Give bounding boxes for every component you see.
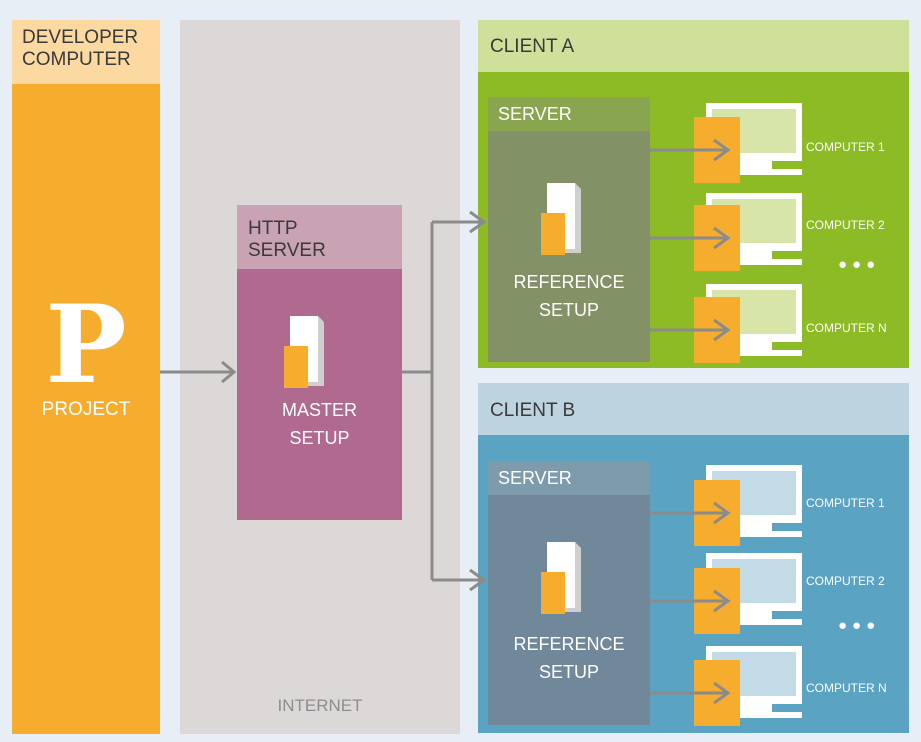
arrow-http-to-clients bbox=[402, 210, 487, 592]
http-server-header-text: HTTP SERVER bbox=[248, 218, 326, 261]
client-a-header bbox=[478, 20, 909, 72]
client-a-ellipsis: ●●● bbox=[838, 256, 881, 273]
computer-a-2-label: COMPUTER 2 bbox=[806, 218, 885, 232]
server-a-header-text: SERVER bbox=[498, 104, 572, 124]
internet-label: INTERNET bbox=[277, 696, 363, 715]
arrow-project-to-http bbox=[160, 360, 237, 384]
install-blocks bbox=[694, 117, 740, 726]
reference-setup-a-doc-icon bbox=[541, 183, 581, 255]
computer-a-1-label: COMPUTER 1 bbox=[806, 140, 885, 154]
arrows-server-b-to-computers bbox=[650, 501, 731, 705]
project-label: PROJECT bbox=[41, 399, 131, 420]
server-b-header-text: SERVER bbox=[498, 468, 572, 488]
master-setup-label: MASTER SETUP bbox=[281, 400, 357, 448]
reference-setup-a-label: REFERENCE SETUP bbox=[513, 272, 625, 320]
computer-b-1-label: COMPUTER 1 bbox=[806, 496, 885, 510]
reference-setup-b-doc-icon bbox=[541, 542, 581, 614]
client-b-header bbox=[478, 383, 909, 435]
server-b-header bbox=[488, 461, 650, 495]
developer-column bbox=[12, 84, 160, 734]
client-b-header-text: CLIENT B bbox=[490, 400, 576, 421]
master-setup-doc-icon bbox=[284, 316, 324, 388]
http-server-body bbox=[237, 269, 402, 520]
computer-a-n-label: COMPUTER N bbox=[806, 321, 887, 335]
developer-header-text: DEVELOPER COMPUTER bbox=[22, 27, 139, 70]
reference-setup-b-label: REFERENCE SETUP bbox=[513, 634, 625, 682]
computer-b-n-label: COMPUTER N bbox=[806, 681, 887, 695]
project-p-icon: P bbox=[45, 282, 127, 408]
client-a-header-text: CLIENT A bbox=[490, 36, 575, 57]
server-a-header bbox=[488, 97, 650, 131]
developer-header bbox=[12, 20, 160, 84]
http-server-header bbox=[237, 205, 402, 269]
computer-b-2-label: COMPUTER 2 bbox=[806, 574, 885, 588]
arrows-server-a-to-computers bbox=[650, 138, 731, 342]
client-b-ellipsis: ●●● bbox=[838, 617, 881, 634]
